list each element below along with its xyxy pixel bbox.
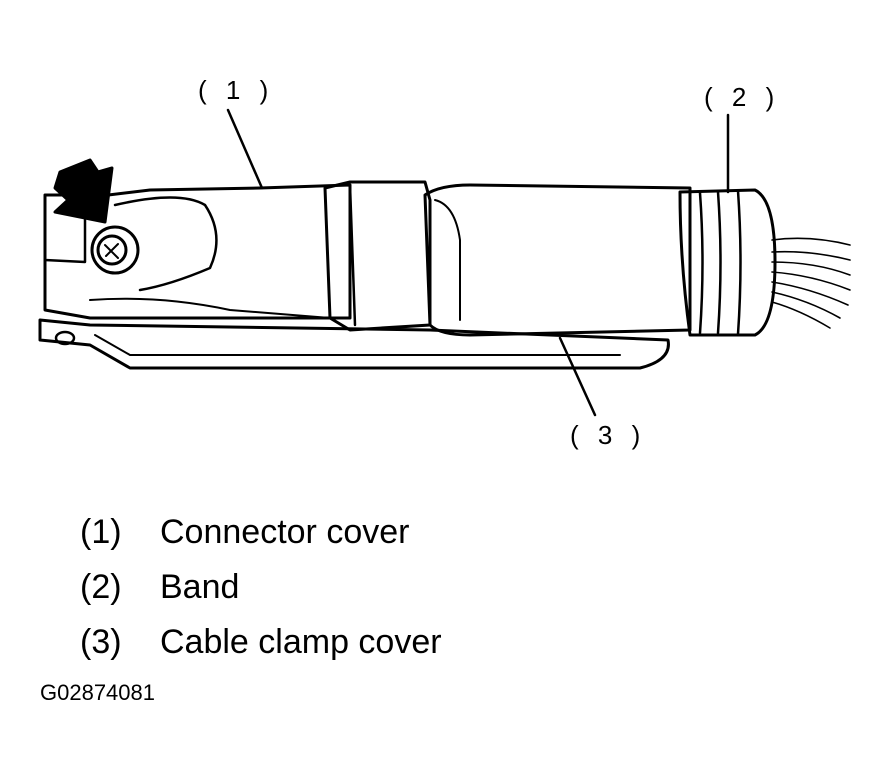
band-ring-3 — [736, 189, 742, 336]
leader-line-3 — [558, 336, 597, 417]
band-ring-2 — [716, 190, 722, 335]
figure-id: G02874081 — [40, 680, 155, 705]
callout-2: ( 2 ) — [704, 82, 781, 112]
cable-clamp-cover — [423, 183, 692, 337]
legend-row-3: (3) Cable clamp cover — [80, 615, 442, 670]
band-ring-1 — [698, 191, 704, 335]
bolt-inner — [96, 234, 128, 266]
legend-label: Cable clamp cover — [160, 623, 442, 661]
collar — [323, 180, 432, 332]
callout-1: ( 1 ) — [198, 75, 275, 105]
arrow-icon — [53, 158, 114, 224]
bottom-rail — [38, 318, 670, 370]
legend-row-1: (1) Connector cover — [80, 505, 442, 560]
connector-assembly-diagram — [38, 108, 851, 417]
rail-hole — [54, 330, 76, 346]
legend-label: Connector cover — [160, 513, 410, 551]
legend-row-2: (2) Band — [80, 560, 442, 615]
wire-bundle — [771, 237, 851, 329]
callout-3: ( 3 ) — [570, 420, 647, 450]
leader-line-1 — [226, 108, 264, 190]
legend-num: (3) — [80, 623, 122, 661]
legend-num: (1) — [80, 513, 122, 551]
collar-edge — [348, 183, 357, 327]
bolt-cross — [104, 243, 119, 259]
connector-cover-bevel — [113, 196, 218, 292]
legend: (1) Connector cover (2) Band (3) Cable c… — [80, 505, 442, 670]
cable-clamp-cover-shade — [434, 199, 461, 321]
bolt-outer — [90, 225, 140, 275]
band — [678, 188, 777, 337]
connector-cover-front — [43, 193, 87, 264]
legend-label: Band — [160, 568, 240, 606]
connector-cover-ridge — [89, 297, 331, 319]
rail-inner-line — [94, 334, 621, 356]
legend-num: (2) — [80, 568, 122, 606]
